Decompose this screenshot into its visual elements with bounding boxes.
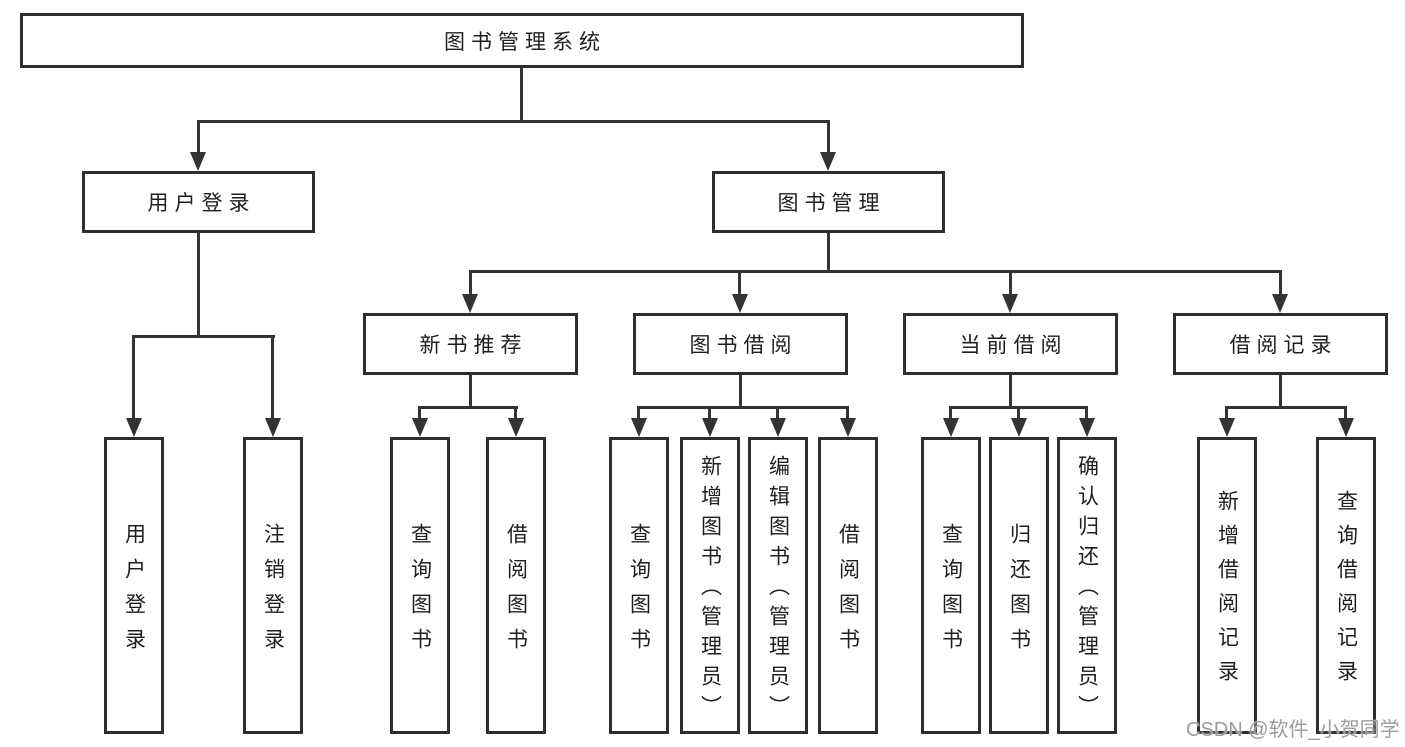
connector-stem [846, 406, 849, 420]
node-label: 查询图书 [627, 522, 651, 663]
csdn-watermark: CSDN @软件_小贺同学 [1186, 719, 1400, 741]
connector-bar [638, 406, 849, 409]
arrowhead [820, 152, 836, 171]
node-label: 查询图书 [939, 522, 963, 663]
arrowhead [1002, 294, 1018, 313]
connector-trunk [1009, 375, 1012, 409]
leaf-borrow-books-1: 借阅图书 [486, 437, 546, 734]
node-label: 图书管理 [777, 192, 886, 215]
connector-trunk [739, 375, 742, 409]
connector-stem [514, 406, 517, 420]
node-current-borrowing: 当前借阅 [903, 313, 1118, 375]
node-label: 用户登录 [122, 522, 146, 663]
connector-bar [419, 406, 518, 409]
arrowhead [943, 418, 959, 437]
connector-trunk [469, 375, 472, 409]
connector-stem [949, 406, 952, 420]
node-label: 新书推荐 [419, 334, 528, 357]
arrowhead [702, 418, 718, 437]
connector-user-login-bar [133, 335, 275, 338]
node-label: 查询图书 [408, 522, 432, 663]
arrowhead [1272, 294, 1288, 313]
connector-stem [1225, 406, 1228, 420]
node-book-borrowing: 图书借阅 [633, 313, 848, 375]
leaf-user-login: 用户登录 [104, 437, 164, 734]
node-label: 用户登录 [147, 192, 256, 215]
connector-root-left-stem [197, 120, 200, 154]
connector-stem [738, 270, 741, 295]
arrowhead [508, 418, 524, 437]
node-label: 图书借阅 [689, 334, 798, 357]
connector-stem [1279, 270, 1282, 295]
arrowhead [265, 418, 281, 437]
node-label: 图书管理系统 [444, 30, 606, 54]
leaf-confirm-return-admin: 确认归还（管理员） [1057, 437, 1117, 734]
node-label: 借阅图书 [836, 522, 860, 663]
leaf-borrow-books-2: 借阅图书 [818, 437, 878, 734]
leaf-query-books-2: 查询图书 [609, 437, 669, 734]
connector-stem [1009, 270, 1012, 295]
arrowhead [770, 418, 786, 437]
leaf-return-books: 归还图书 [989, 437, 1049, 734]
connector-root-right-stem [827, 120, 830, 154]
connector-trunk [1279, 375, 1282, 409]
node-label: 归还图书 [1007, 522, 1031, 663]
node-label: 注销登录 [261, 522, 285, 663]
connector-root-trunk [520, 68, 523, 123]
connector-stem [708, 406, 711, 420]
node-library-management-system: 图书管理系统 [20, 13, 1024, 68]
connector-stem [469, 270, 472, 295]
connector-stem [776, 406, 779, 420]
arrowhead [1338, 418, 1354, 437]
arrowhead [1219, 418, 1235, 437]
leaf-add-books-admin: 新增图书（管理员） [680, 437, 740, 734]
connector-user-login-trunk [197, 233, 200, 338]
node-label: 确认归还（管理员） [1075, 455, 1099, 725]
leaf-edit-books-admin: 编辑图书（管理员） [748, 437, 808, 734]
connector-book-mgmt-trunk [827, 233, 830, 273]
arrowhead [1079, 418, 1095, 437]
node-label: 编辑图书（管理员） [766, 455, 790, 725]
connector-stem [418, 406, 421, 420]
node-label: 新增借阅记录 [1215, 490, 1239, 694]
node-new-book-recommend: 新书推荐 [363, 313, 578, 375]
arrowhead [126, 418, 142, 437]
leaf-query-borrow-record: 查询借阅记录 [1316, 437, 1376, 734]
node-borrow-records: 借阅记录 [1173, 313, 1388, 375]
arrowhead [732, 294, 748, 313]
node-label: 新增图书（管理员） [698, 455, 722, 725]
node-book-management: 图书管理 [712, 171, 945, 233]
leaf-logout: 注销登录 [243, 437, 303, 734]
arrowhead [631, 418, 647, 437]
arrowhead [840, 418, 856, 437]
connector-stem [132, 335, 135, 419]
node-label: 借阅图书 [504, 522, 528, 663]
node-label: 当前借阅 [959, 334, 1068, 357]
node-label: 查询借阅记录 [1334, 490, 1358, 694]
node-user-login: 用户登录 [82, 171, 315, 233]
connector-stem [1017, 406, 1020, 420]
node-label: 借阅记录 [1229, 334, 1338, 357]
connector-stem [1344, 406, 1347, 420]
connector-book-mgmt-bar [469, 270, 1282, 273]
arrowhead [462, 294, 478, 313]
connector-stem [271, 335, 274, 419]
leaf-query-books-1: 查询图书 [390, 437, 450, 734]
leaf-query-books-3: 查询图书 [921, 437, 981, 734]
leaf-add-borrow-record: 新增借阅记录 [1197, 437, 1257, 734]
connector-bar [1226, 406, 1347, 409]
connector-stem [1085, 406, 1088, 420]
arrowhead [190, 152, 206, 171]
connector-root-bar [197, 120, 830, 123]
arrowhead [1011, 418, 1027, 437]
connector-stem [637, 406, 640, 420]
arrowhead [412, 418, 428, 437]
